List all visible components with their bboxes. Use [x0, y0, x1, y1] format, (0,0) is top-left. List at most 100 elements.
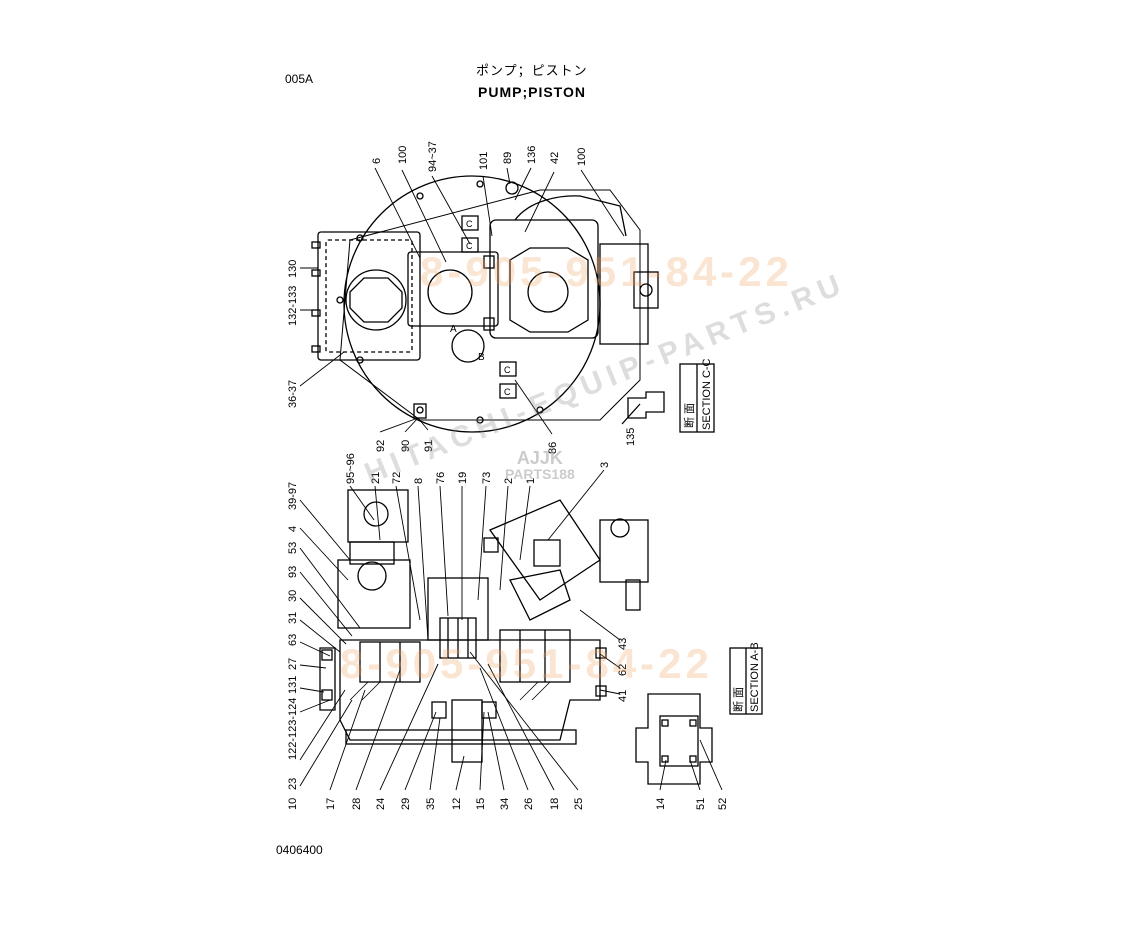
- middle-block: [407, 251, 499, 327]
- section-cc-en: SECTION C-C: [701, 358, 713, 430]
- title-japanese: ポンプ；ピストン: [476, 63, 588, 78]
- cylinder-block-right: [499, 629, 571, 683]
- part-labels-top: 6 100 94~37 101 89 136 42 100 130 132-13…: [287, 141, 637, 454]
- marker-c-4: C: [504, 387, 511, 397]
- part-label: 31: [287, 612, 299, 624]
- part-label: 2: [503, 478, 515, 484]
- part-label: 41: [617, 690, 629, 702]
- part-label: 122-123-124: [287, 698, 299, 760]
- drawing-code: 005A: [285, 72, 314, 86]
- part-label: 91: [423, 440, 435, 452]
- drawing-number: 0406400: [276, 843, 323, 857]
- part-label: 94~37: [427, 141, 439, 172]
- part-label: 136: [526, 146, 538, 164]
- left-flange-plate: [317, 231, 421, 361]
- part-label: 89: [502, 152, 514, 164]
- part-label: 73: [481, 472, 493, 484]
- part-label: 29: [400, 798, 412, 810]
- watermark-logo: AJJK PARTS188: [505, 448, 575, 482]
- part-label: 63: [287, 634, 299, 646]
- marker-c-3: C: [504, 365, 511, 375]
- part-label: 100: [576, 148, 588, 166]
- part-label: 17: [325, 798, 337, 810]
- part-labels-bottom: 95~96 21 72 8 76 19 73 2 1 3 39-97 4 53 …: [287, 453, 729, 810]
- part-label: 14: [655, 798, 667, 810]
- part-label: 52: [717, 798, 729, 810]
- part-label: 10: [287, 798, 299, 810]
- part-label: 86: [547, 442, 559, 454]
- marker-b: B: [478, 352, 485, 363]
- flange-port: [345, 269, 407, 331]
- marker-c-2: C: [466, 241, 473, 251]
- part-label: 90: [400, 440, 412, 452]
- right-solenoid-block: [599, 519, 649, 583]
- regulator-body: [599, 243, 649, 345]
- title-english: PUMP;PISTON: [478, 84, 586, 100]
- pump-top-view: [311, 175, 659, 433]
- part-label: 12: [451, 798, 463, 810]
- part-label: 72: [391, 472, 403, 484]
- part-label: 35: [425, 798, 437, 810]
- part-label: 62: [617, 664, 629, 676]
- marker-a: A: [450, 324, 457, 335]
- pump-main-housing: [339, 639, 601, 741]
- part-label: 21: [370, 472, 382, 484]
- part-label: 27: [287, 658, 299, 670]
- part-label: 1: [525, 478, 537, 484]
- right-pump-body: [489, 219, 599, 339]
- part-label: 51: [695, 798, 707, 810]
- part-label: 24: [375, 798, 387, 810]
- part-label: 93: [287, 566, 299, 578]
- part-label: 53: [287, 542, 299, 554]
- part-label: 42: [549, 152, 561, 164]
- part-label: 130: [287, 260, 299, 278]
- left-regulator: [337, 559, 411, 629]
- bearing-left: [431, 701, 447, 719]
- part-label: 92: [375, 440, 387, 452]
- drive-shaft: [451, 699, 483, 763]
- watermark-logo-line1: AJJK: [516, 448, 563, 468]
- watermark-logo-line2: PARTS188: [505, 466, 575, 482]
- part-label: 34: [499, 798, 511, 810]
- part-label: 131: [287, 676, 299, 694]
- part-label: 95~96: [345, 453, 357, 484]
- cylinder-block-left: [359, 641, 421, 683]
- part-label: 76: [435, 472, 447, 484]
- part-label: 3: [599, 462, 611, 468]
- left-solenoid-block: [347, 489, 409, 543]
- part-label: 101: [478, 152, 490, 170]
- part-label: 23: [287, 778, 299, 790]
- part-label: 43: [617, 638, 629, 650]
- right-angled-block: [489, 499, 601, 601]
- leader-lines-top: [299, 167, 625, 435]
- section-cc-jp: 断 面: [682, 403, 696, 428]
- part-label: 6: [371, 158, 383, 164]
- section-ab-marker: [451, 329, 485, 363]
- part-label: 30: [287, 590, 299, 602]
- part-label: 26: [523, 798, 535, 810]
- marker-c-1: C: [466, 219, 473, 229]
- part-label: 25: [573, 798, 585, 810]
- pump-housing-outline: [343, 175, 601, 433]
- part-check-valve: [635, 693, 713, 785]
- part-label: 100: [397, 146, 409, 164]
- part-label: 36-37: [287, 380, 299, 408]
- section-ab-jp: 断 面: [731, 687, 745, 712]
- part-label: 8: [413, 478, 425, 484]
- part-label: 132-133: [287, 286, 299, 326]
- part-label: 4: [287, 526, 299, 532]
- section-ab-en: SECTION A-B: [749, 642, 761, 712]
- part-label: 135: [625, 428, 637, 446]
- part-label: 15: [475, 798, 487, 810]
- oil-pipe: [514, 195, 627, 237]
- section-ab-detail: [635, 647, 763, 785]
- leader-lines-bottom: [299, 469, 723, 791]
- part-label: 19: [457, 472, 469, 484]
- section-cc-detail: [621, 363, 715, 433]
- part-label: 39-97: [287, 482, 299, 510]
- part-label: 18: [549, 798, 561, 810]
- part-135-plug: [627, 391, 665, 419]
- part-label: 28: [351, 798, 363, 810]
- pump-section-view: [319, 489, 649, 763]
